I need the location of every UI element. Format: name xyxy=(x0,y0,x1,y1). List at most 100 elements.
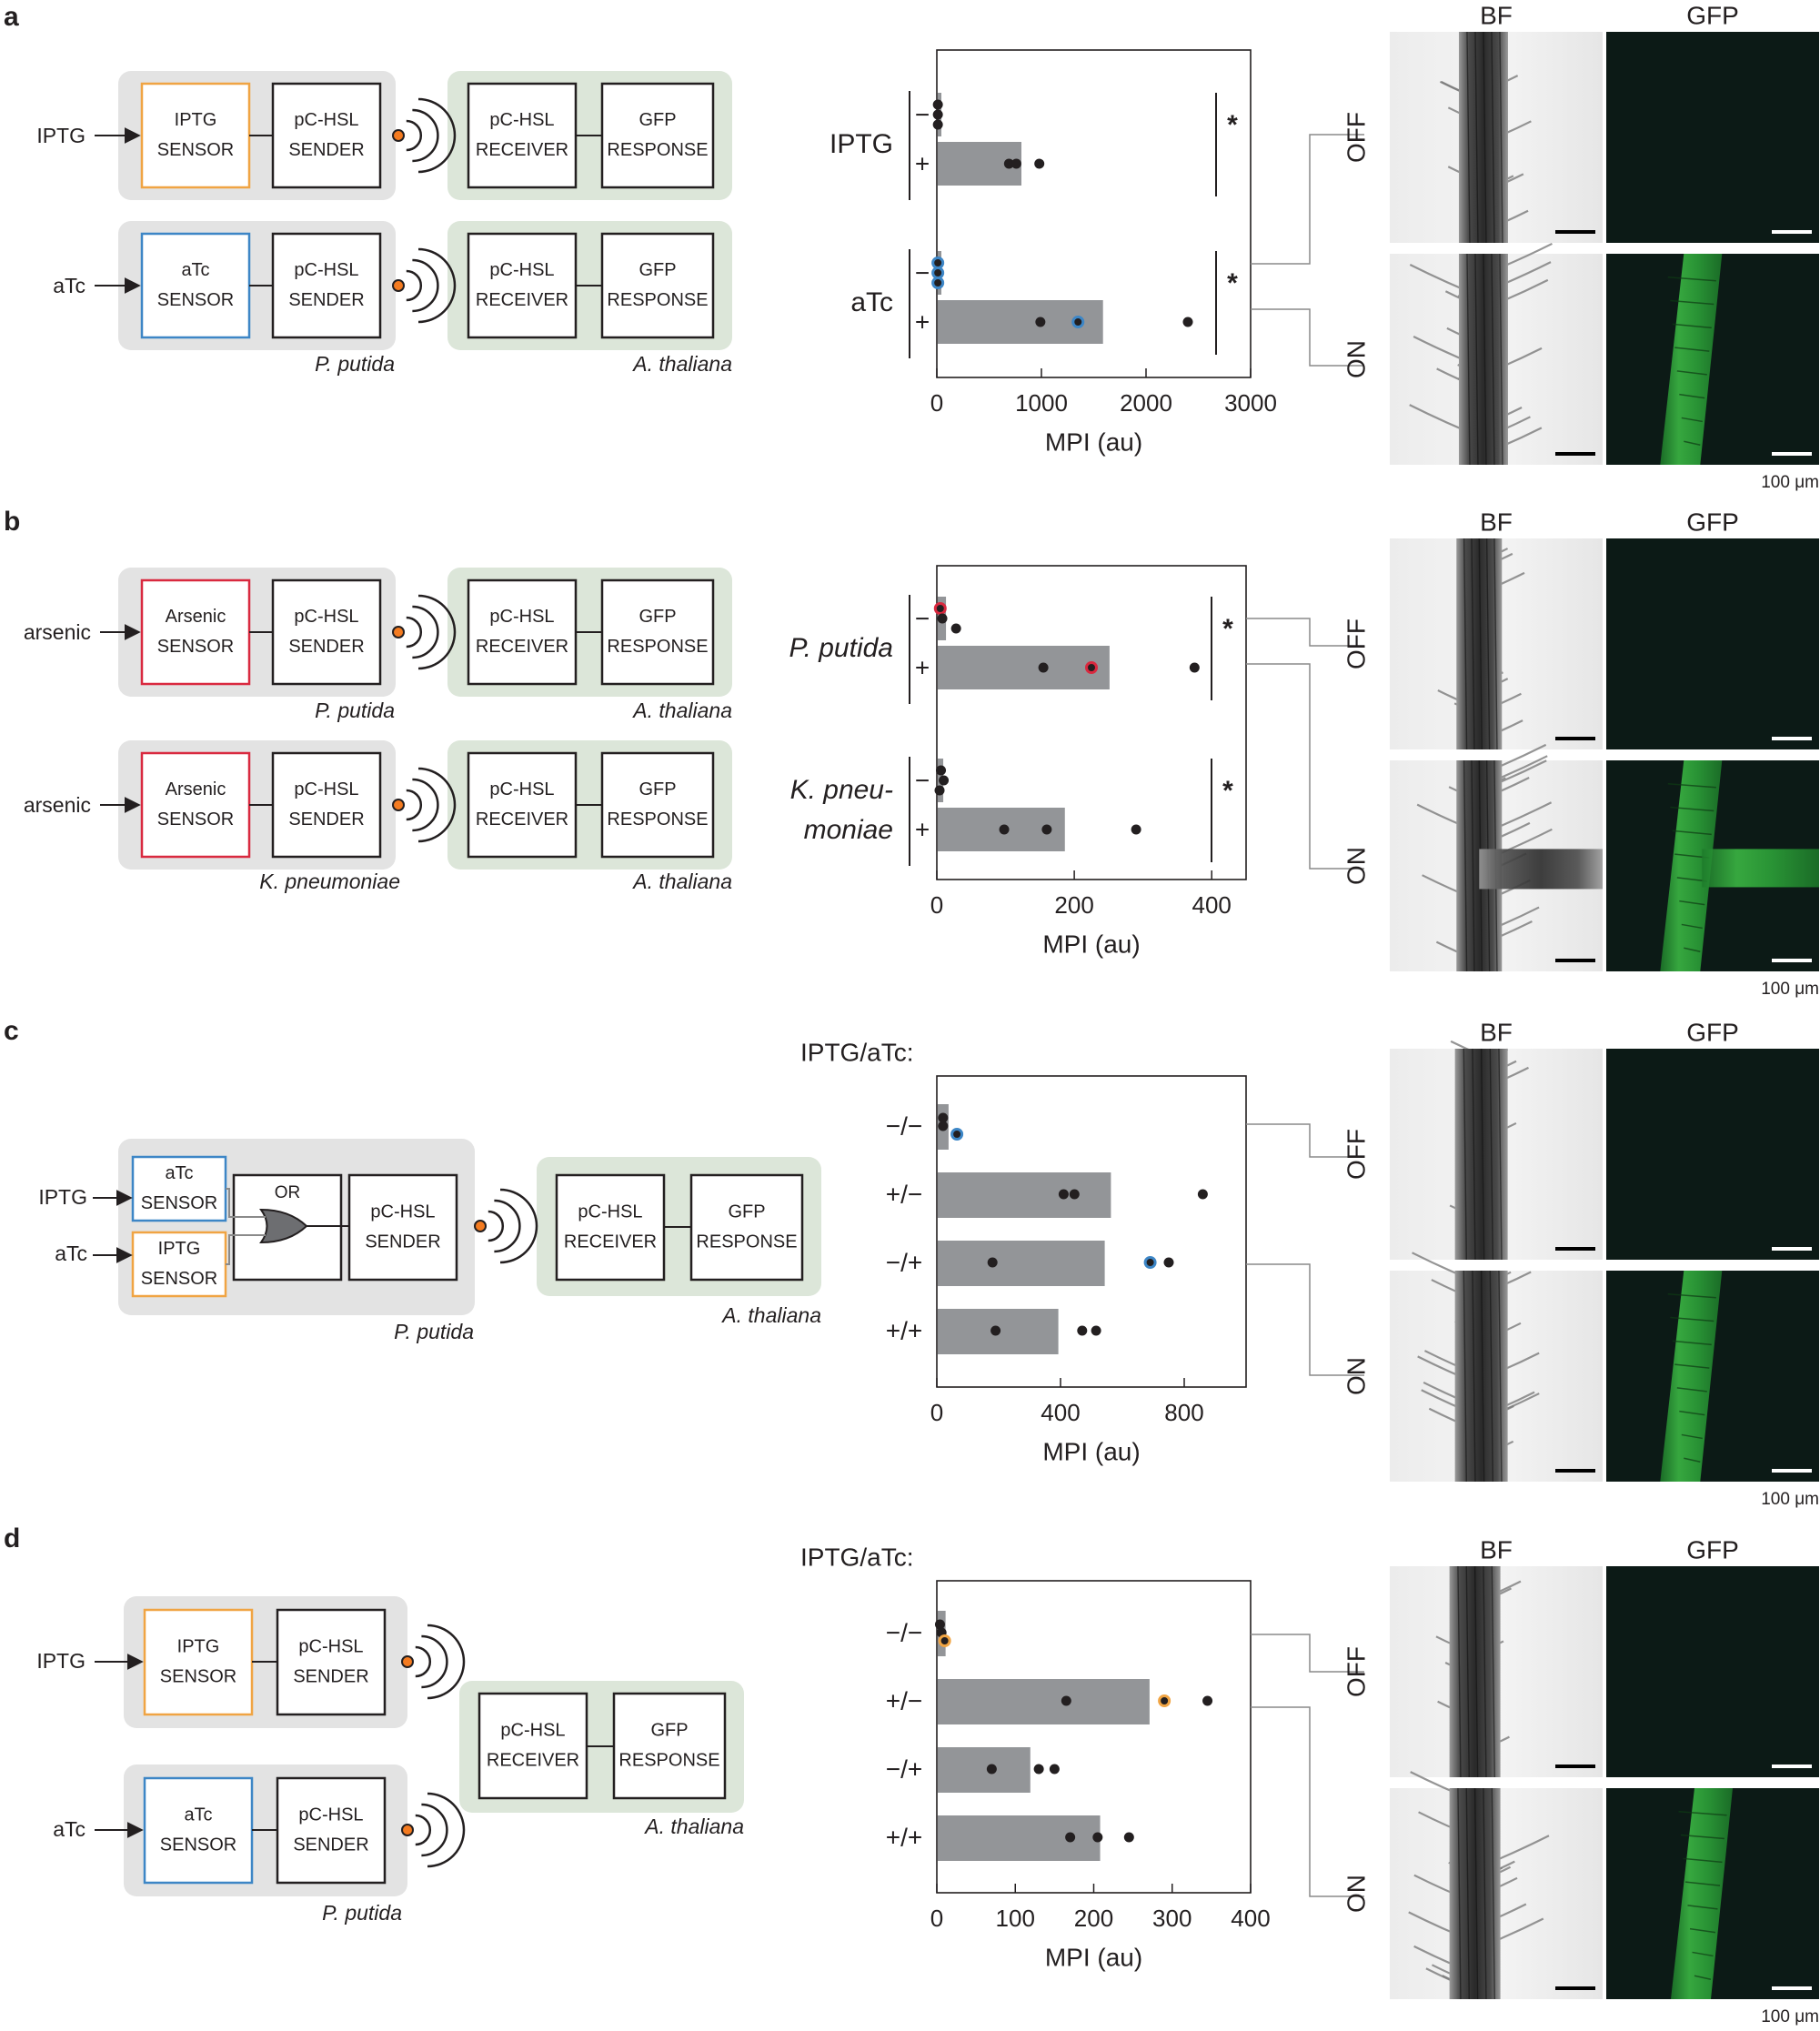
receiver-module-frame xyxy=(467,578,578,686)
panel-label: b xyxy=(4,507,20,537)
column-label-bf: BF xyxy=(1480,1,1513,29)
gfp-cell-wall xyxy=(1684,1881,1721,1886)
x-tick-label: 200 xyxy=(1054,891,1093,919)
data-point xyxy=(938,1634,951,1647)
panel-c: caTcSENSORIPTGSENSORORpC-HSLSENDERpC-HSL… xyxy=(4,1016,1819,1509)
bar-label: +/+ xyxy=(886,1823,922,1851)
row-label-on: ON xyxy=(1342,847,1370,885)
root-cell-file xyxy=(1474,31,1479,244)
signal-wave-arc xyxy=(417,594,457,670)
data-point xyxy=(987,1257,998,1268)
response-module-line-0: GFP xyxy=(639,607,676,627)
sender-module-frame xyxy=(271,578,382,686)
root-cell-file xyxy=(1493,538,1498,750)
signal-wave-arc xyxy=(417,767,457,843)
signal-wave-arc xyxy=(406,616,423,649)
data-point xyxy=(999,824,1010,835)
host-sender-label: P. putida xyxy=(315,352,395,376)
signal-dot xyxy=(392,129,405,142)
sender-module-line-1: SENDER xyxy=(288,290,364,310)
sensor-module-line-0: aTc xyxy=(184,1805,212,1825)
signal-wave-arc xyxy=(415,1814,432,1846)
x-axis-label: MPI (au) xyxy=(1045,427,1142,456)
sensor-module-line-0: Arsenic xyxy=(166,607,226,627)
data-point xyxy=(950,623,961,634)
significance-marker: * xyxy=(1222,614,1233,644)
data-point xyxy=(938,1121,949,1131)
data-point xyxy=(1202,1695,1213,1706)
host-receiver-label: A. thaliana xyxy=(631,870,732,893)
panel-b: bArsenicSENSORpC-HSLSENDERpC-HSLRECEIVER… xyxy=(4,507,1819,999)
gfp-background xyxy=(1606,32,1819,243)
root-cell-file xyxy=(1498,1048,1503,1261)
receiver-module-line-0: pC-HSL xyxy=(489,607,554,627)
data-point xyxy=(1041,824,1052,835)
column-label-bf: BF xyxy=(1480,508,1513,536)
gate-input-wire xyxy=(226,1188,266,1218)
signal-dot xyxy=(392,279,405,292)
input-label: arsenic xyxy=(24,620,91,644)
sensor-module-line-1: SENSOR xyxy=(160,1835,236,1855)
data-point xyxy=(936,765,947,776)
x-axis-label: MPI (au) xyxy=(1042,1437,1140,1465)
response-module-frame xyxy=(600,751,715,859)
row-label-off: OFF xyxy=(1342,618,1370,669)
bar-label: −/+ xyxy=(886,1755,922,1783)
sensor-module-line-0: IPTG xyxy=(177,1636,220,1656)
response-module-line-0: GFP xyxy=(639,260,676,280)
bf-image xyxy=(1390,1771,1603,2000)
x-tick-label: 400 xyxy=(1192,891,1232,919)
data-point xyxy=(1158,1694,1171,1707)
group-label: K. pneu- xyxy=(790,775,893,805)
response-module-frame xyxy=(600,232,715,339)
panel-label: a xyxy=(4,2,19,32)
bar-label: −/− xyxy=(886,1111,922,1140)
sensor-module-frame xyxy=(143,1608,254,1716)
gfp-cell-wall xyxy=(1670,1316,1714,1322)
root-cell-file xyxy=(1457,1787,1462,2000)
input-label: aTc xyxy=(53,1817,85,1841)
bar-label: − xyxy=(915,766,930,794)
x-tick-label: 400 xyxy=(1231,1905,1270,1932)
root-cell-file xyxy=(1473,1787,1479,2000)
sensor-module-line-0: aTc xyxy=(181,260,209,280)
bf-image xyxy=(1390,31,1603,244)
gfp-background xyxy=(1606,1566,1819,1777)
root-cell-file xyxy=(1498,1270,1503,1483)
receiver-module-frame xyxy=(467,232,578,339)
gfp-cell-wall xyxy=(1689,1927,1716,1934)
data-point xyxy=(932,99,943,110)
sensor-module-atc-line-1: SENSOR xyxy=(141,1193,217,1213)
root-cell-file xyxy=(1483,31,1487,244)
response-module-line-1: RESPONSE xyxy=(607,809,708,829)
sender-module-line-0: pC-HSL xyxy=(294,110,358,130)
x-tick-label: 800 xyxy=(1164,1399,1203,1426)
bracket-line xyxy=(1251,1634,1364,1673)
column-label-gfp: GFP xyxy=(1686,1018,1739,1046)
sensor-module-line-1: SENSOR xyxy=(157,140,234,160)
root-cell-file xyxy=(1499,253,1503,466)
root-cell-file xyxy=(1491,31,1495,244)
scale-label: 100 μm xyxy=(1761,1490,1819,1509)
signal-dot xyxy=(474,1220,487,1232)
sender-module-line-0: pC-HSL xyxy=(294,260,358,280)
scale-label: 100 μm xyxy=(1761,473,1819,492)
data-point xyxy=(1061,1695,1071,1706)
gfp-cell-wall xyxy=(1681,1433,1703,1440)
axis-box xyxy=(936,49,1252,378)
receiver-module-frame xyxy=(478,1692,588,1800)
x-tick-label: 3000 xyxy=(1224,389,1277,417)
signal-wave-arc xyxy=(406,789,423,821)
sender-module-line-0: pC-HSL xyxy=(294,607,358,627)
data-point xyxy=(1035,317,1046,327)
